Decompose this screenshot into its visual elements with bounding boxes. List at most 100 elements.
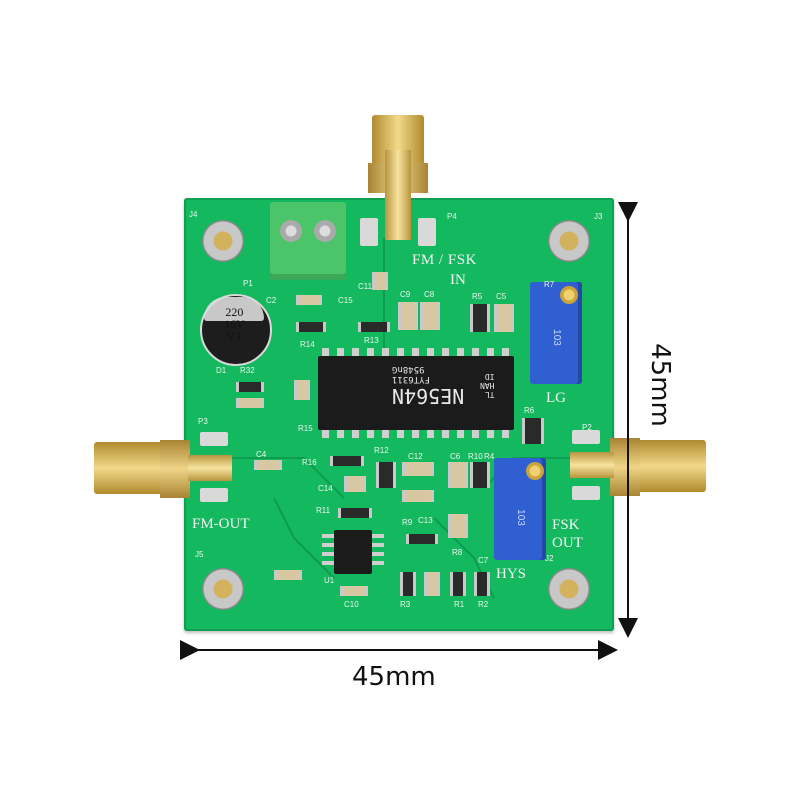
label-r5: R5: [472, 292, 483, 301]
sma-left-body: [188, 455, 232, 481]
smd-r1: [450, 572, 466, 596]
sma-left-pad-bottom: [200, 488, 228, 502]
fm-out-label: FM-OUT: [192, 516, 250, 532]
smd-c13: [402, 490, 434, 502]
smd-c5: [494, 304, 514, 332]
smd-r12: [376, 462, 396, 488]
smd-r3: [400, 572, 416, 596]
board-title: FM / FSK: [412, 252, 477, 268]
label-r11: R11: [316, 506, 331, 515]
label-c5: C5: [496, 292, 507, 301]
screw-bottom-left-icon: [202, 568, 244, 610]
smd-c7: [448, 514, 468, 538]
label-r8: R8: [452, 548, 463, 557]
label-r3: R3: [400, 600, 411, 609]
label-c12: C12: [408, 452, 423, 461]
label-u1: U1: [324, 576, 335, 585]
smd-r14: [296, 322, 326, 332]
sma-right-body: [570, 452, 614, 478]
label-r16: R16: [302, 458, 317, 467]
smd-r10: [470, 462, 490, 488]
capacitor-line1: 220: [225, 305, 244, 319]
label-c2: C2: [266, 296, 277, 305]
label-p1: P1: [243, 279, 253, 288]
ic-u1: [334, 530, 372, 574]
smd-r2: [474, 572, 490, 596]
sma-top-body: [385, 150, 411, 240]
label-r7: R7: [544, 280, 555, 289]
sma-top-pad-left: [360, 218, 378, 246]
label-r2: R2: [478, 600, 489, 609]
terminal-screw-1-icon: [280, 220, 302, 242]
label-d1: D1: [216, 366, 227, 375]
ic-ne564n: [318, 356, 514, 430]
label-c8: C8: [424, 290, 435, 299]
smd-c11: [372, 272, 388, 290]
sma-right-pad-bottom: [572, 486, 600, 500]
smd-c8: [420, 302, 440, 330]
smd-d1: [236, 398, 264, 408]
smd-c1: [274, 570, 302, 580]
label-c13: C13: [418, 516, 433, 525]
screw-bottom-right-icon: [548, 568, 590, 610]
label-c4: C4: [256, 450, 267, 459]
smd-c9: [398, 302, 418, 330]
sma-left-thread: [94, 442, 166, 494]
smd-r11: [338, 508, 372, 518]
capacitor-line3: VT: [226, 329, 243, 343]
screw-top-left-icon: [202, 220, 244, 262]
smd-r6: [522, 418, 544, 444]
height-dimension-label: 45mm: [644, 343, 675, 427]
sma-left-pad-top: [200, 432, 228, 446]
label-c15: C15: [338, 296, 353, 305]
label-p3: P3: [198, 417, 208, 426]
smd-c10: [340, 586, 368, 596]
capacitor-text: 220 16V VT: [224, 306, 245, 342]
label-j2: J2: [545, 554, 554, 563]
smd-c3: [424, 572, 440, 596]
smd-r13: [358, 322, 390, 332]
label-p4: P4: [447, 212, 457, 221]
trimpot-hys-screw-icon[interactable]: [526, 462, 544, 480]
label-c9: C9: [400, 290, 411, 299]
smd-r5: [470, 304, 490, 332]
smd-r32: [236, 382, 264, 392]
label-c6: C6: [450, 452, 461, 461]
trimpot-lg-screw-icon[interactable]: [560, 286, 578, 304]
label-c7: C7: [478, 556, 489, 565]
smd-r9: [406, 534, 438, 544]
capacitor-line2: 16V: [224, 317, 245, 331]
capacitor-top-band: [204, 297, 264, 321]
smd-r15: [294, 380, 310, 400]
lg-label: LG: [546, 390, 566, 406]
label-c10: C10: [344, 600, 359, 609]
smd-c4: [254, 460, 282, 470]
label-r12: R12: [374, 446, 389, 455]
smd-c12: [402, 462, 434, 476]
label-j5: J5: [195, 550, 204, 559]
label-r32: R32: [240, 366, 255, 375]
terminal-screw-2-icon: [314, 220, 336, 242]
hys-label: HYS: [496, 566, 527, 582]
label-r9: R9: [402, 518, 413, 527]
label-r6: R6: [524, 406, 535, 415]
ic-pins-bottom: [322, 428, 510, 438]
label-r13: R13: [364, 336, 379, 345]
sma-top-pad-right: [418, 218, 436, 246]
smd-c2: [296, 295, 322, 305]
width-dimension-label: 45mm: [352, 662, 436, 692]
screw-terminal: [270, 202, 346, 280]
smd-c6: [448, 462, 468, 488]
ic-u1-pins-right: [372, 534, 384, 570]
label-r10: R10: [468, 452, 483, 461]
smd-r16: [330, 456, 364, 466]
label-c11: C11: [358, 282, 373, 291]
ic-pins-top: [322, 348, 510, 358]
label-r15: R15: [298, 424, 313, 433]
label-p2: P2: [582, 423, 592, 432]
smd-c14: [344, 476, 366, 492]
label-r4: R4: [484, 452, 495, 461]
sma-right-pad-top: [572, 430, 600, 444]
label-r14: R14: [300, 340, 315, 349]
label-j4: J4: [189, 210, 198, 219]
